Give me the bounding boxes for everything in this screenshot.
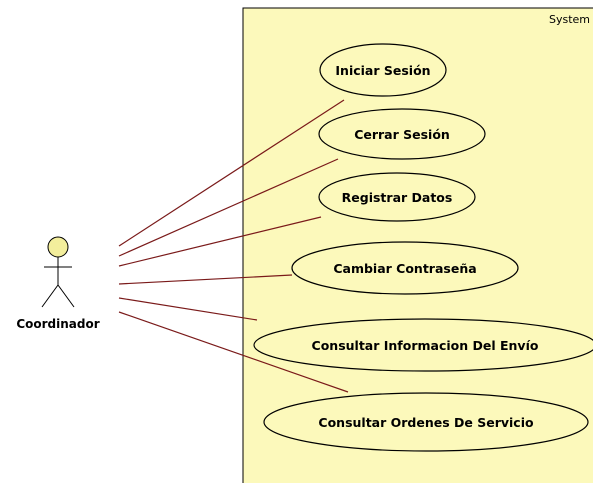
use-case-ellipse	[318, 108, 486, 160]
use-case-label: Consultar Ordenes De Servicio	[318, 415, 534, 430]
actor-coordinador[interactable]: Coordinador	[16, 236, 100, 331]
use-case-label: Cambiar Contraseña	[333, 261, 476, 276]
association-line-consultar-ordenes	[118, 311, 349, 393]
actor-name: Coordinador	[16, 317, 99, 331]
association-line-iniciar-sesion	[118, 99, 345, 247]
association-line-cerrar-sesion	[118, 158, 339, 257]
use-case-cambiar-contrasena[interactable]: Cambiar Contraseña	[291, 241, 519, 295]
actor-head	[47, 236, 69, 258]
use-case-label: Cerrar Sesión	[354, 127, 450, 142]
use-case-cerrar-sesion[interactable]: Cerrar Sesión	[318, 108, 486, 160]
use-case-consultar-ordenes[interactable]: Consultar Ordenes De Servicio	[263, 392, 589, 452]
use-case-ellipse	[291, 241, 519, 295]
association-line-cambiar-contrasena	[118, 274, 293, 285]
use-case-ellipse	[253, 318, 593, 372]
association-line-consultar-informacion	[118, 297, 258, 321]
use-case-ellipse	[263, 392, 589, 452]
use-case-ellipse	[318, 172, 476, 222]
actor-stick-figure	[41, 257, 75, 308]
use-case-label: Registrar Datos	[342, 190, 453, 205]
use-case-consultar-informacion[interactable]: Consultar Informacion Del Envío	[253, 318, 593, 372]
use-case-ellipse	[319, 43, 447, 97]
association-line-registrar-datos	[118, 216, 322, 267]
use-case-label: Consultar Informacion Del Envío	[312, 338, 539, 353]
system-label: System	[549, 13, 590, 26]
association-lines	[118, 99, 349, 393]
use-case-iniciar-sesion[interactable]: Iniciar Sesión	[319, 43, 447, 97]
use-case-label: Iniciar Sesión	[335, 63, 430, 78]
use-case-registrar-datos[interactable]: Registrar Datos	[318, 172, 476, 222]
